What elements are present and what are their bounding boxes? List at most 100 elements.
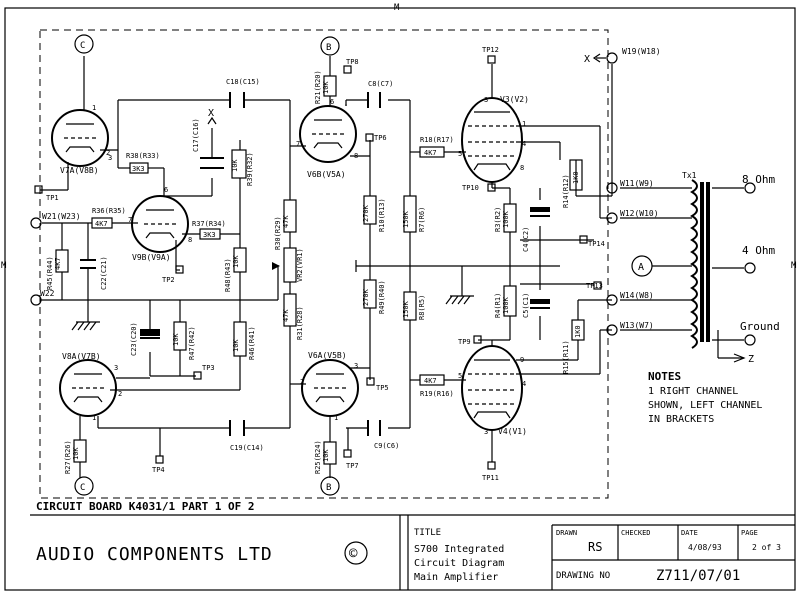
terminal-w11 <box>606 182 618 194</box>
value-r45: 4K7 <box>54 257 62 270</box>
title-line-2: Circuit Diagram <box>414 558 504 569</box>
terminal-w21 <box>30 217 42 229</box>
label-r27: R27(R26) <box>64 440 72 474</box>
value-r8: 150K <box>402 300 410 318</box>
c4-fill <box>530 208 550 212</box>
supply-c-bottom <box>74 476 94 496</box>
label-c4: C4(C2) <box>522 227 530 252</box>
label-r10: R10(R13) <box>378 198 386 232</box>
supply-b-bottom <box>320 476 340 496</box>
pot-wiper <box>272 262 280 270</box>
label-x-c17: X <box>208 108 214 119</box>
label-c8: C8(C7) <box>368 80 393 88</box>
label-z: Z <box>748 354 754 365</box>
tube-v8a-label: V8A(V7B) <box>62 352 101 361</box>
value-r21: 10K <box>322 81 330 94</box>
label-tp13: TP13 <box>586 282 603 290</box>
label-c23: C23(C20) <box>130 322 138 356</box>
value-r49: 270K <box>362 288 370 306</box>
value-r14: 1K0 <box>572 171 580 184</box>
label-4ohm: 4 Ohm <box>742 244 775 257</box>
pin-number: 2 <box>118 390 122 398</box>
tube-v8a: V8A(V7B) <box>59 352 117 417</box>
supply-b-bottom-label: B <box>326 483 331 493</box>
value-r37: 3K3 <box>203 231 216 239</box>
pin-number: 6 <box>330 98 334 106</box>
copyright-symbol: © <box>349 546 358 562</box>
pin-number: 3 <box>114 364 118 372</box>
label-w21: W21(W23) <box>42 212 81 221</box>
pin-number: 3 <box>484 428 488 436</box>
notes-line-1: 1 RIGHT CHANNEL <box>648 386 738 397</box>
label-c22: C22(C21) <box>100 256 108 290</box>
tube-v7a: V7A(V8B) <box>51 109 109 175</box>
label-r14: R14(R12) <box>562 174 570 208</box>
c23-fill <box>140 330 160 336</box>
page-value: 2 of 3 <box>752 543 781 552</box>
value-r30: 47K <box>282 215 290 228</box>
board-label: CIRCUIT BOARD K4031/1 PART 1 OF 2 <box>36 500 255 513</box>
label-tp11: TP11 <box>482 474 499 482</box>
label-x-out: X <box>584 54 590 65</box>
test-point-squares <box>34 55 602 470</box>
label-r21: R21(R20) <box>314 70 322 104</box>
tube-v6a-label: V6A(V5B) <box>308 351 347 360</box>
label-tp14: TP14 <box>588 240 605 248</box>
label-r3: R3(R2) <box>494 207 502 232</box>
label-r39: R39(R32) <box>246 152 254 186</box>
value-r47: 10K <box>172 333 180 346</box>
tube-v3-label: V3(V2) <box>500 95 529 104</box>
value-r25: 10K <box>322 449 330 462</box>
pin-number: 5 <box>458 150 462 158</box>
pin-number: 3 <box>108 154 112 162</box>
date-value: 4/08/93 <box>688 543 722 552</box>
pot-vr2 <box>283 247 297 283</box>
wires <box>40 56 744 478</box>
notes-line-2: SHOWN, LEFT CHANNEL <box>648 400 762 411</box>
terminal-w13 <box>606 324 618 336</box>
label-tp7: TP7 <box>346 462 359 470</box>
label-r38: R38(R33) <box>126 152 160 160</box>
pin-number: 6 <box>164 186 168 194</box>
pin-number: 5 <box>458 372 462 380</box>
terminal-w12 <box>606 212 618 224</box>
label-vr2: VR2(VR1) <box>296 248 304 282</box>
label-w22: W22 <box>40 289 55 298</box>
label-r49: R49(R40) <box>378 280 386 314</box>
label-r31: R31(R28) <box>296 306 304 340</box>
label-c5: C5(C1) <box>522 293 530 318</box>
checked-label: CHECKED <box>621 529 651 537</box>
supply-b-top-label: B <box>326 43 331 53</box>
terminal-8ohm <box>744 182 756 194</box>
border-marker-right: M <box>791 261 797 271</box>
title-line-3: Main Amplifier <box>414 572 498 583</box>
tube-v9b-label: V9B(V9A) <box>132 253 171 262</box>
terminal-w19 <box>606 52 618 64</box>
pin-number: 4 <box>522 380 526 388</box>
label-w14: W14(W8) <box>620 291 654 300</box>
pin-number: 1 <box>334 414 338 422</box>
tube-v7a-label: V7A(V8B) <box>60 166 99 175</box>
label-tp8: TP8 <box>346 58 359 66</box>
tube-v4-label: V4(V1) <box>498 427 527 436</box>
value-r39: 10K <box>231 159 239 172</box>
pin-number: 4 <box>522 140 526 148</box>
pin-number: 2 <box>300 378 304 386</box>
value-r36: 4K7 <box>95 220 108 228</box>
title-line-1: S700 Integrated <box>414 544 504 555</box>
terminal-w22 <box>30 294 42 306</box>
label-w12: W12(W10) <box>620 209 659 218</box>
value-r10: 270K <box>362 204 370 222</box>
date-label: DATE <box>681 529 698 537</box>
label-r15: R15(R11) <box>562 340 570 374</box>
transformer-label: Tx1 <box>682 171 697 180</box>
ground-symbols <box>71 295 474 331</box>
drawing-no-value: Z711/07/01 <box>656 568 740 584</box>
supply-c-top <box>74 34 94 54</box>
pin-number: 3 <box>484 96 488 104</box>
label-tp4: TP4 <box>152 466 165 474</box>
notes-heading: NOTES <box>648 370 681 383</box>
company-name: AUDIO COMPONENTS LTD <box>36 544 273 565</box>
transformer-tx1: Tx1 <box>682 171 710 349</box>
